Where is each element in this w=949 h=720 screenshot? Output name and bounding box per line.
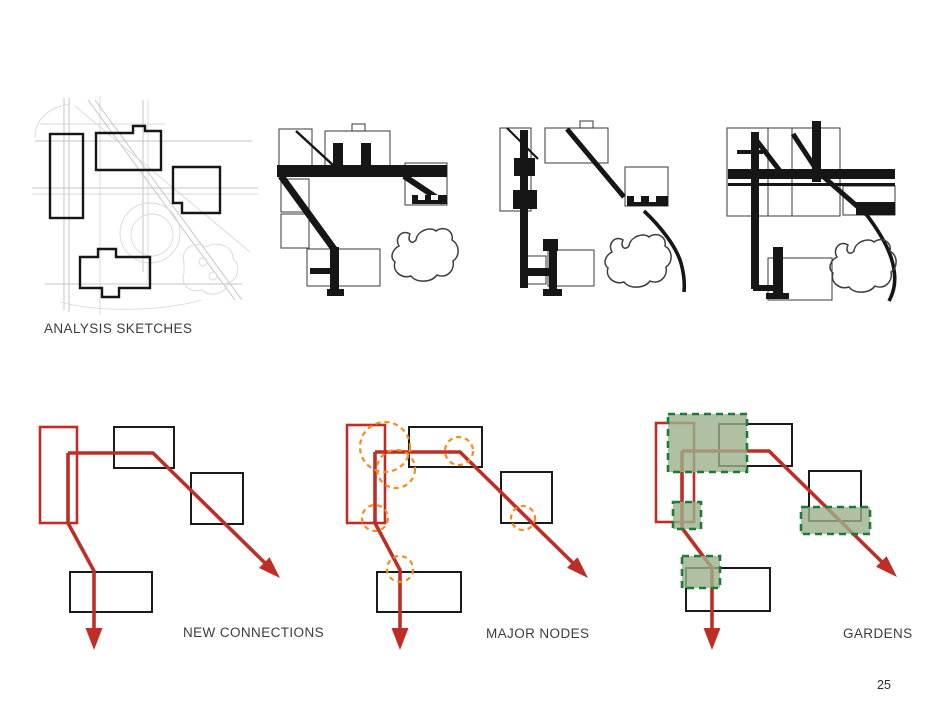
caption-major-nodes: MAJOR NODES [486, 626, 590, 641]
diagram-new-connections [38, 425, 280, 650]
garden-area [671, 500, 703, 531]
red-route [68, 451, 268, 566]
garden-area [799, 505, 872, 536]
building-rect [190, 472, 244, 525]
red-route [375, 450, 576, 566]
diagram-major-nodes [345, 420, 588, 650]
garden-area [666, 412, 749, 474]
building-rect [113, 426, 175, 469]
pond-outline [604, 233, 672, 288]
node-circles [358, 420, 537, 584]
caption-gardens: GARDENS [843, 626, 913, 641]
red-building-rect [38, 425, 79, 525]
building-outline [48, 132, 85, 220]
node-circle [360, 503, 390, 533]
arrowhead [876, 556, 897, 577]
building-rect [685, 567, 771, 612]
red-route [680, 451, 714, 634]
sketch-buildings [48, 124, 222, 299]
building-outline [171, 165, 222, 215]
garden-area [680, 554, 722, 590]
building-rect [69, 571, 153, 613]
pond-outline [391, 227, 459, 282]
node-circle [358, 420, 412, 474]
black-connections [277, 130, 447, 296]
caption-analysis-sketches: ANALYSIS SKETCHES [44, 321, 193, 336]
black-connections [728, 121, 897, 302]
node-circle [443, 435, 475, 467]
panel-analysis-sketch [32, 96, 258, 315]
arrowhead [391, 628, 409, 650]
caption-new-connections: NEW CONNECTIONS [183, 625, 324, 640]
red-building-rect [345, 423, 387, 525]
arrowhead [703, 628, 721, 650]
node-circle [375, 448, 417, 490]
panel-plan-connections-1 [277, 123, 459, 296]
panel-plan-connections-3 [726, 121, 897, 302]
building-rect [500, 471, 553, 524]
arrowhead [85, 628, 103, 650]
red-route [373, 452, 402, 634]
node-circle [385, 554, 415, 584]
building-outline [94, 124, 163, 172]
arrowhead [567, 557, 588, 578]
building-outline [78, 247, 152, 299]
arrowhead [259, 557, 280, 578]
panel-plan-connections-2 [499, 120, 687, 296]
red-route [66, 453, 96, 634]
diagram-gardens [654, 412, 897, 650]
page-number: 25 [877, 678, 891, 692]
garden-areas [666, 412, 872, 590]
node-circle [509, 504, 537, 532]
building-rect [376, 571, 462, 613]
black-connections [506, 127, 687, 296]
